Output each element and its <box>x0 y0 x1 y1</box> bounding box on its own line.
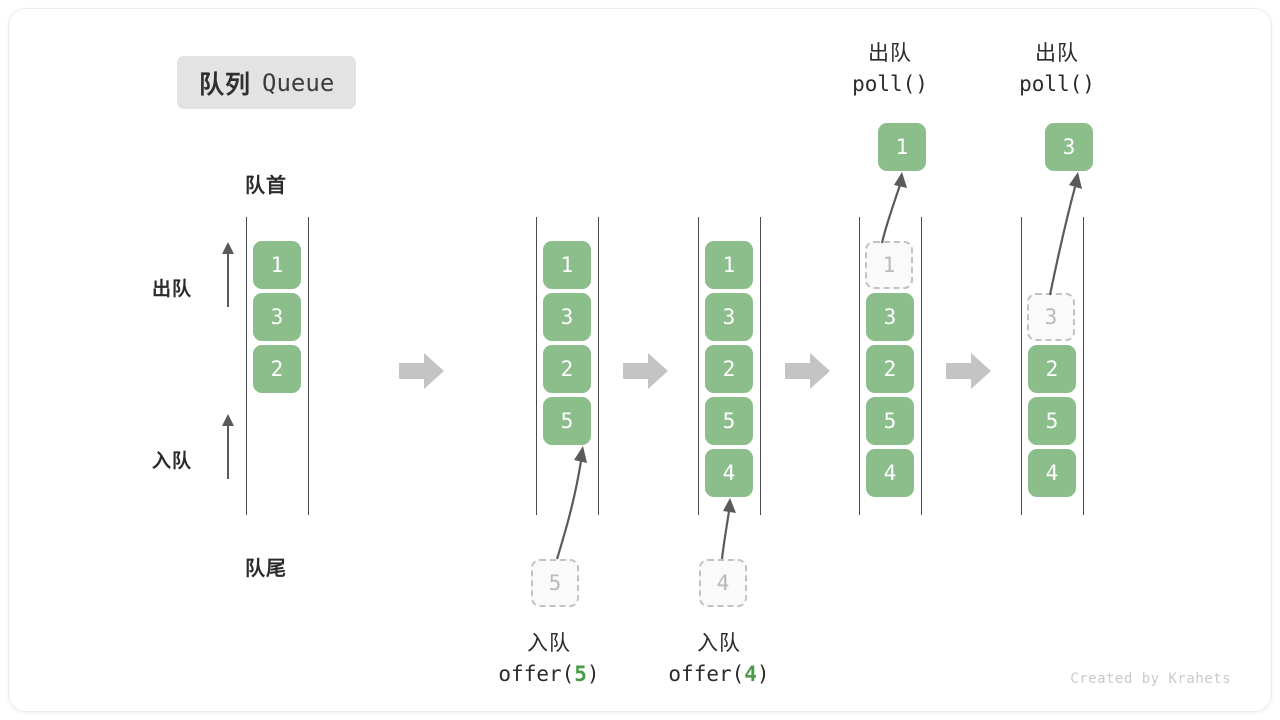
operation-code: poll() <box>1019 72 1095 97</box>
queue-item: 5 <box>705 397 753 445</box>
queue-item: 4 <box>866 449 914 497</box>
queue-item: 3 <box>543 293 591 341</box>
step-arrow <box>946 353 991 389</box>
rail-right <box>760 217 761 515</box>
queue-item: 1 <box>253 241 301 289</box>
step-arrow <box>785 353 830 389</box>
operation-name: 出队 <box>1035 42 1079 65</box>
operation-caption-poll1: 出队 poll() <box>805 39 975 100</box>
rail-left <box>698 217 699 515</box>
dequeue-motion-arrow <box>880 172 907 244</box>
diagram-card: 队列 Queue 队首 队尾 出队 入队 1 3 2 <box>8 8 1272 712</box>
rail-right <box>598 217 599 515</box>
step-arrow <box>399 353 444 389</box>
operation-caption-offer5: 入队 offer(5) <box>464 629 634 690</box>
operation-name: 入队 <box>527 632 571 655</box>
rail-right <box>921 217 922 515</box>
step-arrow <box>623 353 668 389</box>
incoming-ghost-item: 4 <box>699 559 747 607</box>
incoming-ghost-item: 5 <box>531 559 579 607</box>
label-front: 队首 <box>245 175 287 197</box>
label-enqueue: 入队 <box>152 451 193 472</box>
queue-item: 3 <box>866 293 914 341</box>
dequeue-direction-arrow <box>222 242 234 307</box>
removed-ghost-item: 3 <box>1027 293 1075 341</box>
rail-left <box>1021 217 1022 515</box>
operation-code: offer(5) <box>498 662 600 687</box>
operation-code: offer(4) <box>668 662 770 687</box>
polled-item: 1 <box>878 123 926 171</box>
rail-right <box>308 217 309 515</box>
title-cn: 队列 <box>199 70 252 99</box>
queue-item: 2 <box>543 345 591 393</box>
rail-right <box>1083 217 1084 515</box>
queue-item: 5 <box>866 397 914 445</box>
queue-item: 2 <box>705 345 753 393</box>
removed-ghost-item: 1 <box>865 241 913 289</box>
queue-item: 2 <box>253 345 301 393</box>
queue-item: 4 <box>705 449 753 497</box>
rail-left <box>246 217 247 515</box>
queue-item: 2 <box>1028 345 1076 393</box>
title-badge: 队列 Queue <box>177 56 357 109</box>
rail-left <box>536 217 537 515</box>
queue-item: 4 <box>1028 449 1076 497</box>
dequeue-motion-arrow <box>1048 172 1082 296</box>
label-dequeue: 出队 <box>152 279 193 300</box>
enqueue-direction-arrow <box>222 414 234 479</box>
operation-caption-poll2: 出队 poll() <box>972 39 1142 100</box>
operation-name: 出队 <box>868 42 912 65</box>
queue-item: 2 <box>866 345 914 393</box>
queue-item: 1 <box>543 241 591 289</box>
title-en: Queue <box>262 68 335 97</box>
operation-name: 入队 <box>697 632 741 655</box>
label-rear: 队尾 <box>245 558 287 580</box>
enqueue-motion-arrow <box>720 498 736 560</box>
queue-item: 5 <box>543 397 591 445</box>
queue-item: 3 <box>253 293 301 341</box>
rail-left <box>859 217 860 515</box>
polled-item: 3 <box>1045 123 1093 171</box>
credit-text: Created by Krahets <box>1070 671 1231 687</box>
operation-code: poll() <box>852 72 928 97</box>
queue-item: 1 <box>705 241 753 289</box>
queue-item: 5 <box>1028 397 1076 445</box>
queue-item: 3 <box>705 293 753 341</box>
operation-caption-offer4: 入队 offer(4) <box>634 629 804 690</box>
enqueue-motion-arrow <box>555 446 587 560</box>
